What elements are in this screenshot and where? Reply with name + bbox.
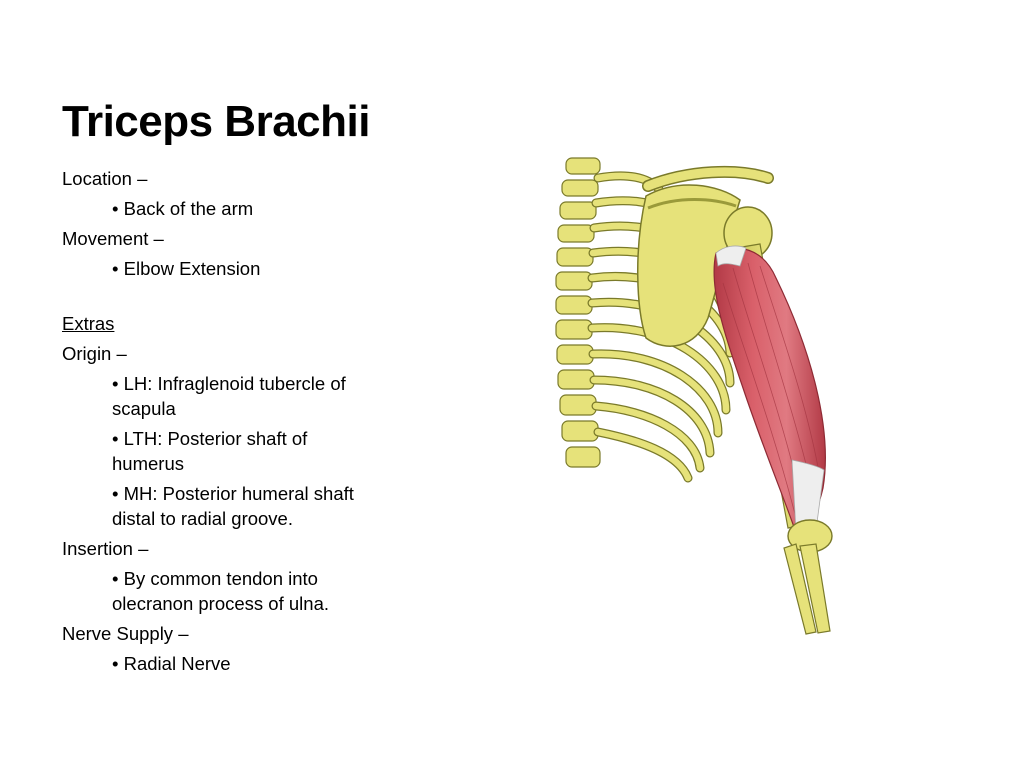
- proximal-tendon: [715, 245, 747, 267]
- origin-item-mh: • MH: Posterior humeral shaft distal to …: [112, 483, 354, 529]
- movement-item: • Elbow Extension: [112, 258, 261, 279]
- insertion-item: • By common tendon into olecranon proces…: [112, 568, 329, 614]
- location-label: Location –: [62, 168, 148, 189]
- slide-content: Location – • Back of the arm Movement – …: [62, 166, 392, 681]
- nerve-supply-label: Nerve Supply –: [62, 623, 189, 644]
- origin-label: Origin –: [62, 343, 127, 364]
- slide-title: Triceps Brachii: [62, 97, 370, 146]
- triceps-anatomy-illustration: [555, 157, 833, 635]
- location-item: • Back of the arm: [112, 198, 254, 219]
- radius: [783, 543, 817, 635]
- movement-label: Movement –: [62, 228, 164, 249]
- origin-item-lth: • LTH: Posterior shaft of humerus: [112, 428, 308, 474]
- nerve-supply-item: • Radial Nerve: [112, 653, 231, 674]
- vertebral-column: [555, 157, 601, 468]
- scapula: [636, 184, 741, 347]
- ulna: [799, 543, 831, 634]
- insertion-label: Insertion –: [62, 538, 149, 559]
- extras-label: Extras: [62, 313, 115, 334]
- origin-item-lh: • LH: Infraglenoid tubercle of scapula: [112, 373, 346, 419]
